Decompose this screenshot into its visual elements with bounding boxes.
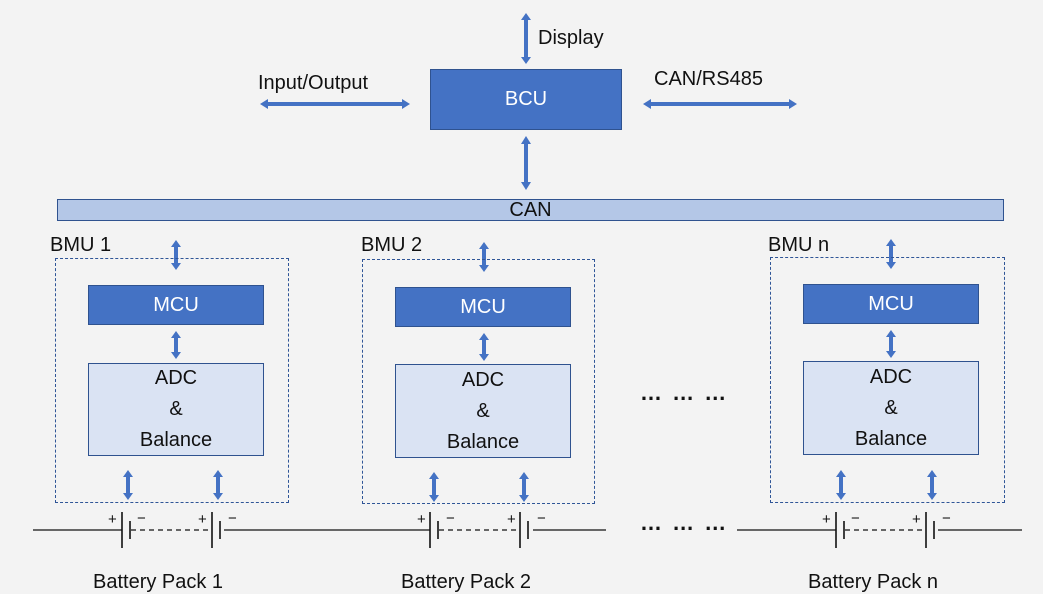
adc-cell-arrow [519, 472, 529, 502]
minus-sign: − [228, 510, 237, 527]
bmu-module [770, 257, 1005, 503]
mcu-adc-arrow [171, 331, 181, 359]
bcu-can-arrow [521, 136, 531, 190]
balance-label: Balance [139, 429, 213, 451]
adc-balance-box: ADC & Balance [395, 364, 571, 458]
adc-cell-arrow [429, 472, 439, 502]
can-mcu-arrow [479, 242, 489, 272]
mcu-box: MCU [88, 285, 264, 325]
plus-sign: + [108, 511, 117, 528]
can-rs485-arrow [643, 99, 797, 109]
plus-sign: + [198, 511, 207, 528]
adc-label: ADC [154, 367, 198, 389]
adc-balance-box: ADC & Balance [803, 361, 979, 455]
bmu-module [55, 258, 289, 503]
bcu-label: BCU [504, 88, 548, 110]
minus-sign: − [446, 510, 455, 527]
minus-sign: − [942, 510, 951, 527]
bmu-title: BMU 2 [361, 234, 423, 256]
mcu-label: MCU [460, 295, 506, 318]
display-arrow [521, 13, 531, 64]
can-mcu-arrow [171, 240, 181, 270]
mcu-adc-arrow [479, 333, 489, 361]
display-label: Display [538, 27, 604, 49]
ampersand-label: & [884, 396, 898, 419]
mcu-label: MCU [153, 293, 199, 316]
battery-pack-label: Battery Pack 2 [401, 571, 532, 593]
mcu-box: MCU [395, 287, 571, 327]
ellipsis-bottom: … … … [640, 510, 729, 535]
plus-sign: + [912, 511, 921, 528]
adc-label: ADC [461, 368, 505, 391]
can-rs485-label: CAN/RS485 [654, 68, 763, 90]
bcu-box: BCU [430, 69, 622, 130]
minus-sign: − [137, 510, 146, 527]
ellipsis-middle: … … … [640, 380, 729, 405]
plus-sign: + [507, 511, 516, 528]
adc-cell-arrow [927, 470, 937, 500]
plus-sign: + [417, 511, 426, 528]
bmu-title: BMU n [768, 234, 830, 256]
adc-label: ADC [869, 365, 913, 388]
bmu-title: BMU 1 [50, 234, 112, 256]
adc-cell-arrow [836, 470, 846, 500]
can-bus: CAN [57, 199, 1004, 221]
can-bus-label: CAN [509, 198, 552, 221]
adc-cell-arrow [213, 470, 223, 500]
ampersand-label: & [476, 399, 490, 422]
mcu-adc-arrow [886, 330, 896, 358]
minus-sign: − [537, 510, 546, 527]
bmu-module [362, 259, 595, 504]
battery-pack-label: Battery Pack n [808, 571, 939, 593]
adc-cell-arrow [123, 470, 133, 500]
plus-sign: + [822, 511, 831, 528]
ampersand-label: & [169, 398, 183, 420]
can-mcu-arrow [886, 239, 896, 269]
battery-pack-label: Battery Pack 1 [93, 571, 224, 593]
adc-balance-box: ADC & Balance [88, 363, 264, 456]
balance-label: Balance [854, 427, 928, 450]
input-output-arrow [260, 99, 410, 109]
minus-sign: − [851, 510, 860, 527]
mcu-label: MCU [868, 292, 914, 315]
balance-label: Balance [446, 430, 520, 453]
input-output-label: Input/Output [258, 72, 369, 94]
mcu-box: MCU [803, 284, 979, 324]
